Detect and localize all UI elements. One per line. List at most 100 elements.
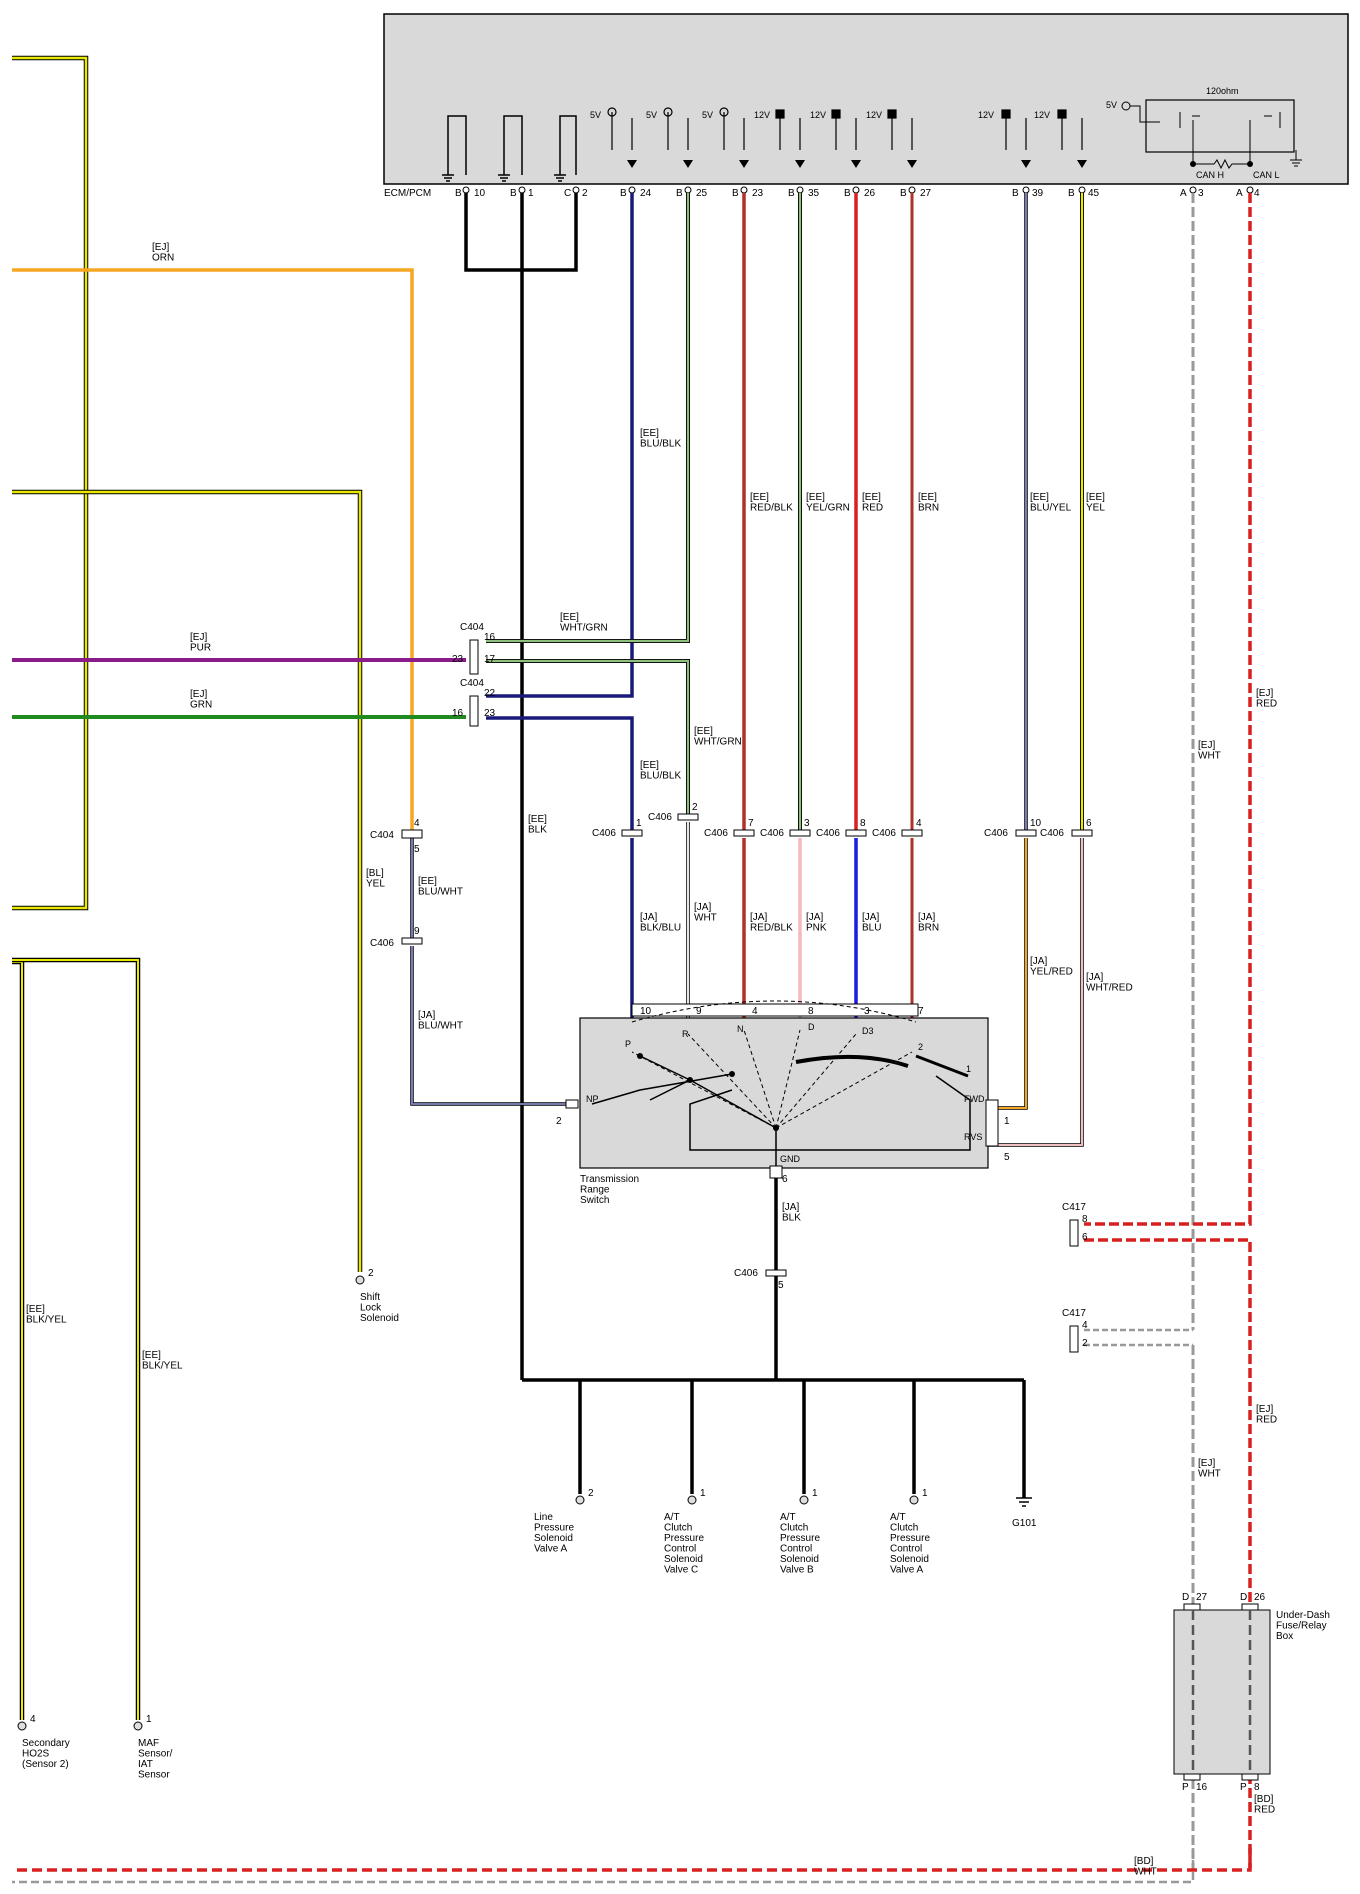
module-driver-symbols xyxy=(607,107,1083,150)
diagram-label: 35 xyxy=(808,188,820,199)
diagram-label-line: BLU/WHT xyxy=(418,887,463,898)
fuse-box-label-line: Box xyxy=(1276,1631,1293,1642)
wire-ej-red-can-l xyxy=(1084,193,1252,1870)
diagram-label: 1 xyxy=(146,1714,152,1725)
diagram-label-line: RED/BLK xyxy=(750,923,793,934)
diagram-label: D3 xyxy=(862,1026,874,1036)
wire-ej-orn xyxy=(12,268,414,830)
diagram-label-line: WHT/RED xyxy=(1086,983,1133,994)
diagram-label: 1 xyxy=(636,818,642,829)
fuse-box-label-line: Under-Dash xyxy=(1276,1610,1330,1621)
diagram-label-line: BLU/BLK xyxy=(640,439,681,450)
diagram-label: [EE]WHT/GRN xyxy=(560,612,608,634)
wire-ee-blk-yel-left xyxy=(12,957,141,1720)
diagram-label-line: RED xyxy=(862,503,883,514)
ecm-pcm-module: ECM/PCM 5V 5V 5V 12V 12V xyxy=(383,13,1349,199)
diagram-label: 2 xyxy=(918,1042,923,1052)
diagram-label: RVS xyxy=(964,1132,982,1142)
diagram-label: C406 xyxy=(592,828,616,839)
diagram-label-line: [EE] xyxy=(142,1350,161,1361)
diagram-label-line: [EE] xyxy=(560,612,579,623)
diagram-label: 39 xyxy=(1032,188,1044,199)
diagram-label: B xyxy=(788,188,795,199)
diagram-label: 5V xyxy=(646,110,657,120)
diagram-label: B xyxy=(1068,188,1075,199)
wire-bd-red xyxy=(12,1848,1252,1872)
diagram-label-line: [EJ] xyxy=(1198,1458,1215,1469)
diagram-label: B xyxy=(900,188,907,199)
diagram-label: 12V xyxy=(810,110,826,120)
diagram-label-line: A/T xyxy=(780,1512,796,1523)
ground-g101-symbol xyxy=(1016,1497,1032,1507)
wire-solenoid-feeds xyxy=(578,1380,1026,1498)
diagram-label-line: BLK xyxy=(782,1213,801,1224)
diagram-label: [BD]WHT xyxy=(1134,1856,1157,1878)
diagram-label-line: [EE] xyxy=(528,814,547,825)
fuse-box-label-line: Fuse/Relay xyxy=(1276,1621,1327,1632)
diagram-label: FWD xyxy=(964,1094,985,1104)
wire-labels: [EJ]ORN [EE]BLU/BLK [EE]RED/BLK [EE]YEL/… xyxy=(26,242,1277,1878)
diagram-label-line: WHT xyxy=(1198,1469,1221,1480)
diagram-label: C406 xyxy=(816,828,840,839)
diagram-label: [EE]BLU/BLK xyxy=(640,428,681,450)
diagram-label-line: [EE] xyxy=(750,492,769,503)
diagram-label: C406 xyxy=(1040,828,1064,839)
diagram-label-line: [JA] xyxy=(918,912,935,923)
diagram-label: [EE]BLU/WHT xyxy=(418,876,463,898)
diagram-label: C404 xyxy=(460,678,484,689)
diagram-label: [EJ]PUR xyxy=(190,632,211,654)
wire-ej-wht-loop xyxy=(1084,1328,1193,1347)
diagram-label-line: BLK/YEL xyxy=(26,1315,67,1326)
diagram-label: 10 xyxy=(1030,818,1042,829)
diagram-label-line: Valve A xyxy=(534,1544,567,1555)
diagram-label: 25 xyxy=(696,188,708,199)
module-pin-dots xyxy=(462,186,1254,194)
diagram-label: [BL]YEL xyxy=(366,868,385,890)
ref-5v-label: 5V xyxy=(1106,100,1117,110)
diagram-label-line: [EE] xyxy=(418,876,437,887)
diagram-label-line: RED xyxy=(1254,1805,1275,1816)
diagram-label: 2 xyxy=(692,802,698,813)
diagram-label: [EJ]RED xyxy=(1256,688,1277,710)
diagram-label: 10 xyxy=(474,188,486,199)
diagram-label: B xyxy=(844,188,851,199)
connector-c404-upper: C404 16 23 17 xyxy=(452,622,496,675)
diagram-label: [JA]YEL/RED xyxy=(1030,956,1073,978)
diagram-label: [EE]BLU/BLK xyxy=(640,760,681,782)
diagram-label: [EE]BLK/YEL xyxy=(26,1304,67,1326)
diagram-label-line: GRN xyxy=(190,700,212,711)
diagram-label: [EE]BLK xyxy=(528,814,547,836)
diagram-label: 1 xyxy=(812,1488,818,1499)
diagram-label: C406 xyxy=(872,828,896,839)
diagram-label: 10 xyxy=(640,1006,652,1017)
diagram-label-line: [EE] xyxy=(1030,492,1049,503)
diagram-label: 2 xyxy=(556,1116,562,1127)
diagram-label: N xyxy=(737,1024,744,1034)
diagram-label: 4 xyxy=(414,818,420,829)
transmission-range-switch: P R N D D3 2 1 NP FWD RVS GND 10 9 4 8 3… xyxy=(556,1000,1010,1206)
diagram-label-line: BLU/WHT xyxy=(418,1021,463,1032)
diagram-label-line: WHT xyxy=(694,913,717,924)
wire-ee-wht-grn xyxy=(486,193,690,814)
diagram-label: 12V xyxy=(754,110,770,120)
diagram-label-line: PNK xyxy=(806,923,827,934)
diagram-label-line: BRN xyxy=(918,503,939,514)
diagram-label: 5V xyxy=(702,110,713,120)
diagram-label-line: [EJ] xyxy=(190,689,207,700)
diagram-label: 9 xyxy=(696,1006,702,1017)
diagram-label: [BD]RED xyxy=(1254,1794,1275,1816)
connector-c404-small: C404 4 5 xyxy=(370,818,423,855)
diagram-label-line: [JA] xyxy=(782,1202,799,1213)
diagram-label: 6 xyxy=(1082,1232,1088,1243)
diagram-label: 7 xyxy=(748,818,754,829)
diagram-label-line: PUR xyxy=(190,643,211,654)
diagram-label-line: [EJ] xyxy=(152,242,169,253)
diagram-label: B xyxy=(1012,188,1019,199)
diagram-label: 16 xyxy=(484,632,496,643)
